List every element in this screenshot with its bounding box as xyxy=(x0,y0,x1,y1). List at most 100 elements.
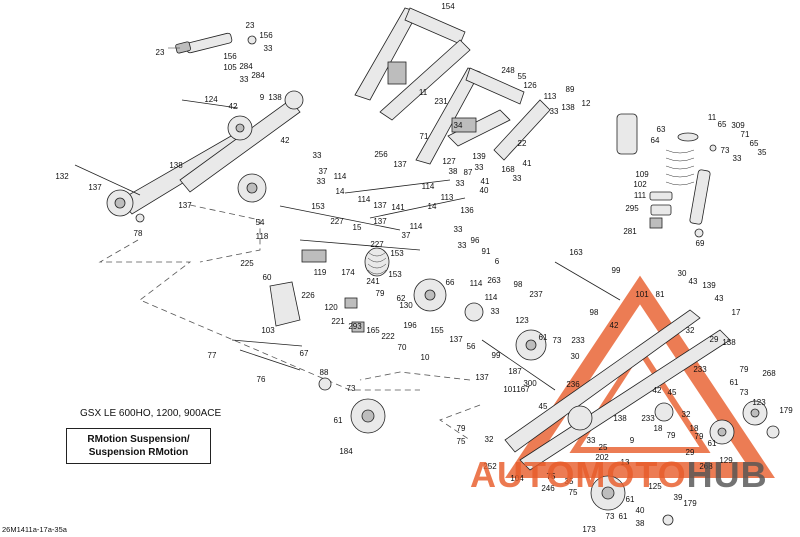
part-callout: 61 xyxy=(730,378,739,387)
part-callout: 73 xyxy=(553,336,562,345)
part-callout: 67 xyxy=(300,349,309,358)
part-callout: 33 xyxy=(458,241,467,250)
assembly-guide-lines xyxy=(98,204,481,441)
part-callout: 173 xyxy=(582,525,596,534)
part-callout: 43 xyxy=(715,294,724,303)
part-callout: 221 xyxy=(331,317,345,326)
watermark-logo-triangle xyxy=(505,275,775,478)
part-callout: 79 xyxy=(667,431,676,440)
part-callout: 33 xyxy=(491,307,500,316)
part-callout: 168 xyxy=(501,165,515,174)
part-callout: 252 xyxy=(483,462,497,471)
part-callout: 23 xyxy=(156,48,165,57)
part-callout: 37 xyxy=(402,231,411,240)
part-callout: 138 xyxy=(169,161,183,170)
part-callout: 32 xyxy=(686,326,695,335)
part-callout: 237 xyxy=(529,290,543,299)
part-callout: 79 xyxy=(457,424,466,433)
part-callout: 138 xyxy=(722,338,736,347)
part-callout: 113 xyxy=(441,193,454,202)
part-callout: 78 xyxy=(134,229,143,238)
front-arm-assembly xyxy=(74,90,304,223)
part-callout: 137 xyxy=(373,201,387,210)
part-callout: 263 xyxy=(487,276,501,285)
part-callout: 55 xyxy=(518,72,527,81)
part-callout: 65 xyxy=(718,120,727,129)
drawing-id-label: 26M1411a-17a-35a xyxy=(2,525,67,534)
part-callout: 73 xyxy=(740,388,749,397)
part-callout: 118 xyxy=(256,232,269,241)
part-callout: 295 xyxy=(625,204,639,213)
part-callout: 114 xyxy=(485,293,498,302)
part-callout: 236 xyxy=(566,380,580,389)
part-callout: 61 xyxy=(619,512,628,521)
part-callout: 132 xyxy=(55,172,69,181)
part-callout: 29 xyxy=(710,335,719,344)
center-crossbars xyxy=(279,179,466,277)
part-callout: 256 xyxy=(374,150,388,159)
part-callout: 98 xyxy=(590,308,599,317)
part-callout: 102 xyxy=(633,180,647,189)
part-callout: 29 xyxy=(686,448,695,457)
part-callout: 284 xyxy=(239,62,253,71)
part-callout: 75 xyxy=(547,472,556,481)
part-callout: 153 xyxy=(311,202,325,211)
part-callout: 73 xyxy=(721,146,730,155)
part-callout: 73 xyxy=(347,384,356,393)
part-callout: 23 xyxy=(246,21,255,30)
part-callout: 137 xyxy=(393,160,407,169)
part-callout: 18 xyxy=(690,424,699,433)
part-callout: 120 xyxy=(324,303,338,312)
rear-idler-wheels xyxy=(567,400,780,526)
part-callout: 33 xyxy=(454,225,463,234)
part-callout: 137 xyxy=(178,201,192,210)
part-callout: 33 xyxy=(587,436,596,445)
part-callout: 42 xyxy=(281,136,290,145)
part-callout: 45 xyxy=(539,402,548,411)
part-callout: 153 xyxy=(390,249,404,258)
part-callout: 179 xyxy=(779,406,793,415)
part-callout: 153 xyxy=(388,270,402,279)
part-callout: 25 xyxy=(599,443,608,452)
part-callout: 233 xyxy=(571,336,585,345)
part-callout: 33 xyxy=(513,174,522,183)
part-callout: 75 xyxy=(457,437,466,446)
part-callout: 41 xyxy=(523,159,532,168)
part-callout: 233 xyxy=(641,414,655,423)
part-callout: 139 xyxy=(702,281,716,290)
part-callout: 70 xyxy=(398,343,407,352)
part-callout: 202 xyxy=(595,453,609,462)
part-callout: 61 xyxy=(334,416,343,425)
part-callout: 227 xyxy=(330,217,344,226)
part-callout: 98 xyxy=(514,280,523,289)
part-callout: 33 xyxy=(240,75,249,84)
part-callout: 137 xyxy=(449,335,463,344)
part-callout: 18 xyxy=(654,424,663,433)
slide-rails xyxy=(481,261,731,471)
diagram-title-line-2: Suspension RMotion xyxy=(88,447,189,458)
part-callout: 22 xyxy=(518,139,527,148)
part-callout: 174 xyxy=(341,268,355,277)
part-callout: 154 xyxy=(441,2,455,11)
rear-arm-assembly xyxy=(354,7,551,165)
part-callout: 13 xyxy=(621,458,630,467)
part-callout: 11 xyxy=(419,88,428,97)
part-callout: 101 xyxy=(635,290,649,299)
part-callout: 136 xyxy=(460,206,474,215)
part-callout: 127 xyxy=(442,157,456,166)
part-callout: 71 xyxy=(420,132,429,141)
part-callout: 156 xyxy=(259,31,273,40)
part-callout: 10 xyxy=(421,353,430,362)
part-callout: 114 xyxy=(358,195,371,204)
part-callout: 66 xyxy=(446,278,455,287)
part-callout: 42 xyxy=(610,321,619,330)
part-callout: 69 xyxy=(696,239,705,248)
part-callout: 123 xyxy=(515,316,529,325)
part-callout: 231 xyxy=(434,97,448,106)
part-callout: 35 xyxy=(565,477,574,486)
part-callout: 38 xyxy=(636,519,645,528)
part-callout: 138 xyxy=(613,414,627,423)
model-line-label: GSX LE 600HO, 1200, 900ACE xyxy=(80,408,222,419)
part-callout: 39 xyxy=(674,493,683,502)
